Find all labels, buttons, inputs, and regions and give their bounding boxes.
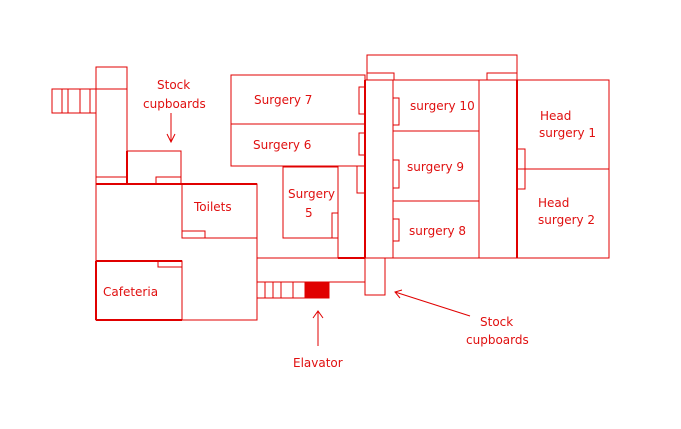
label-surgery-8: surgery 8 <box>409 224 466 238</box>
label-surgery-10: surgery 10 <box>410 99 475 113</box>
left-block <box>95 183 258 321</box>
toilets-room <box>181 183 258 239</box>
surgery-5-room <box>282 165 366 259</box>
right-corridor <box>478 79 518 259</box>
label-head-surgery-2-line2: surgery 2 <box>538 213 595 227</box>
label-stock-top-line2: cupboards <box>143 97 206 111</box>
stock-cupboard-top <box>126 150 182 185</box>
label-stock-bottom-line2: cupboards <box>466 333 529 347</box>
label-head-surgery-1-line1: Head <box>540 109 571 123</box>
cafeteria-room <box>95 260 183 321</box>
label-surgery-5-line2: 5 <box>305 206 313 220</box>
arrow-stock-top <box>166 113 176 144</box>
label-cafeteria: Cafeteria <box>103 285 158 299</box>
stock-cupboard-bottom <box>364 257 386 296</box>
elevator <box>304 281 330 299</box>
label-surgery-9: surgery 9 <box>407 160 464 174</box>
arrow-elevator <box>312 310 324 346</box>
label-toilets: Toilets <box>193 200 232 214</box>
arrow-stock-bottom <box>394 289 471 317</box>
label-elevator: Elavator <box>293 356 343 370</box>
surgery-7-6-block <box>230 74 366 167</box>
left-staircase <box>51 88 97 114</box>
label-surgery-6: Surgery 6 <box>253 138 311 152</box>
head-surgery-block <box>516 79 610 259</box>
label-head-surgery-2-line1: Head <box>538 196 569 210</box>
label-head-surgery-1-line2: surgery 1 <box>539 126 596 140</box>
label-surgery-7: Surgery 7 <box>254 93 312 107</box>
label-surgery-5-line1: Surgery <box>288 187 335 201</box>
left-corridor <box>95 66 128 185</box>
label-stock-top-line1: Stock <box>157 78 190 92</box>
label-stock-bottom-line1: Stock <box>480 315 513 329</box>
